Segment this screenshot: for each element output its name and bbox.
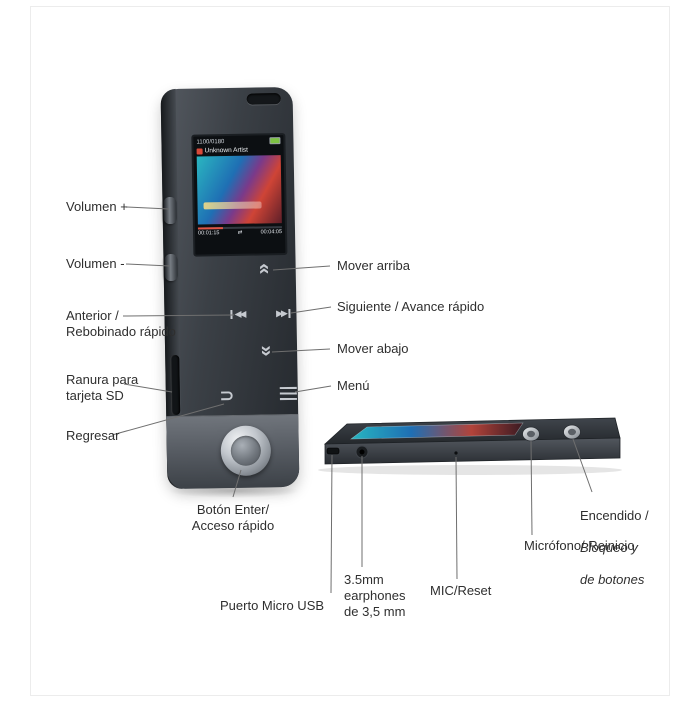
double-chevron-up-icon: « xyxy=(254,262,277,275)
next-track-touch-button: ▶▶ xyxy=(266,304,300,323)
screen-artist: Unknown Artist xyxy=(204,146,249,155)
menu-icon xyxy=(279,386,297,401)
callout-volume-down: Volumen - xyxy=(66,256,125,271)
callout-move-up: Mover arriba xyxy=(337,258,410,273)
power-lock-button-center xyxy=(568,428,576,436)
artist-icon xyxy=(196,147,203,155)
shuffle-icon: ⇄ xyxy=(237,229,243,236)
album-art-text-glow xyxy=(203,201,262,210)
callout-previous: Anterior / Rebobinado rápido xyxy=(66,308,176,339)
next-icon: ▶▶ xyxy=(275,307,286,318)
screen-track-counter: 1100/0180 xyxy=(196,138,225,146)
volume-up-button xyxy=(163,196,177,225)
headphone-jack-hole xyxy=(359,449,365,455)
volume-down-button xyxy=(164,253,178,282)
device-bottom-cap xyxy=(166,413,300,490)
battery-icon xyxy=(269,137,281,145)
callout-enter: Botón Enter/ Acceso rápido xyxy=(191,502,275,533)
move-down-touch-button: « xyxy=(253,337,279,363)
side-device-shadow xyxy=(318,465,622,475)
leader-menu xyxy=(294,385,332,393)
back-touch-button: ⊃ xyxy=(214,384,240,408)
back-icon: ⊃ xyxy=(219,385,235,406)
callout-back: Regresar xyxy=(66,428,120,443)
device-screen: 1100/0180 Unknown Artist 00:01:15 ⇄ 00:0… xyxy=(191,133,288,257)
callout-earphones: 3.5mm earphones de 3,5 mm xyxy=(344,572,406,619)
micro-usb-port xyxy=(326,447,340,455)
move-up-touch-button: « xyxy=(251,255,277,281)
enter-button-center xyxy=(230,435,262,467)
previous-bar-icon xyxy=(230,309,233,319)
screen-artist-row: Unknown Artist xyxy=(194,145,284,155)
mp3-player-side-view xyxy=(318,417,622,475)
previous-track-touch-button: ◀◀ xyxy=(220,305,254,324)
microphone-reset-button-center xyxy=(527,430,535,438)
double-chevron-down-icon: « xyxy=(254,344,277,357)
side-device-front-face xyxy=(324,437,621,465)
callout-power-line1: Encendido / xyxy=(580,508,649,523)
previous-icon: ◀◀ xyxy=(234,308,245,319)
callout-power-line2: Bloqueo y xyxy=(580,540,638,555)
enter-button xyxy=(220,425,272,477)
album-art xyxy=(196,155,282,225)
sd-card-slot xyxy=(170,354,181,416)
callout-sd-slot: Ranura para tarjeta SD xyxy=(66,372,139,403)
callout-menu: Menú xyxy=(337,378,370,393)
callout-usb: Puerto Micro USB xyxy=(220,598,325,613)
callout-mic-reset: MIC/Reset xyxy=(430,583,492,598)
screen-time-total: 00:04:05 xyxy=(260,229,283,236)
menu-touch-button xyxy=(279,386,297,401)
mp3-player-front-view: 1100/0180 Unknown Artist 00:01:15 ⇄ 00:0… xyxy=(160,86,300,490)
lanyard-slot xyxy=(246,93,281,105)
callout-microphone: Micrófono/ Reinicio xyxy=(524,538,635,553)
side-device-screen-edge xyxy=(350,422,524,440)
callout-power: Encendido / Bloqueo y de botones xyxy=(580,492,649,604)
callout-move-down: Mover abajo xyxy=(337,341,409,356)
next-bar-icon xyxy=(288,308,291,318)
callout-next: Siguiente / Avance rápido xyxy=(337,299,485,314)
callout-power-line3: de botones xyxy=(580,572,645,587)
mic-hole xyxy=(454,451,458,455)
screen-time-row: 00:01:15 ⇄ 00:04:05 xyxy=(195,228,285,239)
screen-time-elapsed: 00:01:15 xyxy=(197,230,220,237)
callout-volume-up: Volumen + xyxy=(66,199,128,214)
